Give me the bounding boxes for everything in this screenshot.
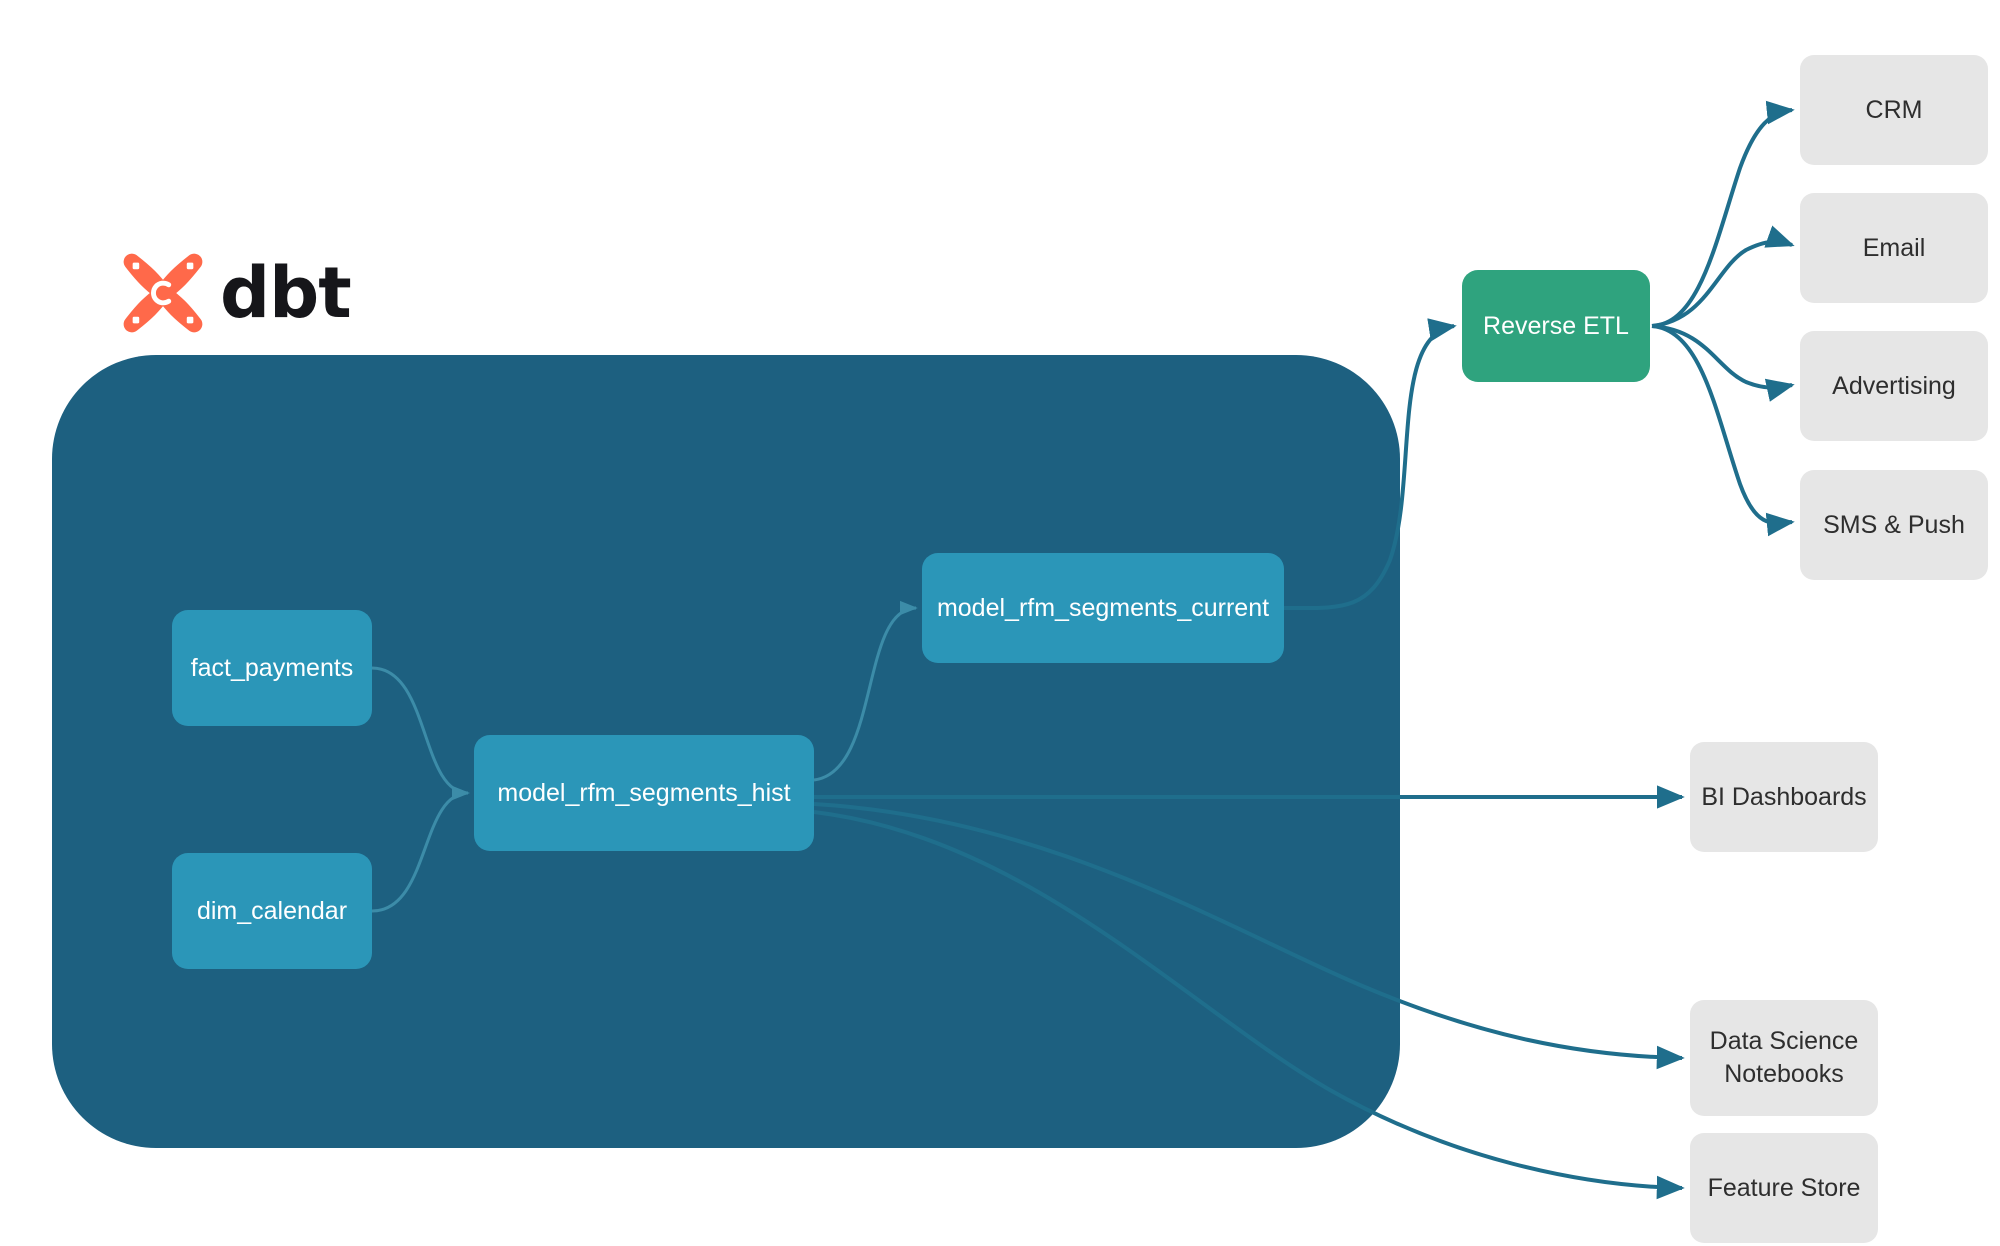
node-label: SMS & Push xyxy=(1823,510,1965,539)
edge-reverse-etl-to-sms-push xyxy=(1651,324,1795,537)
node-label-line2: Notebooks xyxy=(1724,1060,1844,1088)
dbt-wordmark: dbt xyxy=(220,252,352,334)
node-feature-store[interactable]: Feature Store xyxy=(1690,1133,1878,1243)
node-fact-payments[interactable]: fact_payments xyxy=(172,610,372,726)
node-label: dim_calendar xyxy=(196,896,348,925)
node-crm[interactable]: CRM xyxy=(1800,55,1988,165)
node-sms-push[interactable]: SMS & Push xyxy=(1800,470,1988,580)
node-label: Feature Store xyxy=(1707,1173,1861,1202)
dbt-logo: dbt xyxy=(122,252,352,334)
node-advertising[interactable]: Advertising xyxy=(1800,331,1988,441)
dbt-x-logo-icon xyxy=(123,253,203,333)
node-label: model_rfm_segments_current xyxy=(936,593,1270,622)
node-label: fact_payments xyxy=(190,653,354,682)
edge-reverse-etl-to-advertising xyxy=(1651,324,1795,402)
node-model-rfm-segments-hist[interactable]: model_rfm_segments_hist xyxy=(474,735,814,851)
node-label: Data Science Notebooks xyxy=(1710,1025,1859,1091)
node-model-rfm-segments-current[interactable]: model_rfm_segments_current xyxy=(922,553,1284,663)
edge-reverse-etl-to-email xyxy=(1651,225,1795,328)
edge-reverse-etl-to-crm xyxy=(1651,100,1795,328)
node-label: CRM xyxy=(1865,95,1923,124)
node-label: model_rfm_segments_hist xyxy=(497,778,791,807)
node-label: Advertising xyxy=(1832,371,1956,400)
node-label-line1: Data Science xyxy=(1709,1027,1859,1055)
node-email[interactable]: Email xyxy=(1800,193,1988,303)
node-label: Reverse ETL xyxy=(1483,311,1629,340)
node-reverse-etl[interactable]: Reverse ETL xyxy=(1462,270,1650,382)
node-label: BI Dashboards xyxy=(1701,782,1867,811)
node-label: Email xyxy=(1862,233,1926,262)
node-bi-dashboards[interactable]: BI Dashboards xyxy=(1690,742,1878,852)
node-dim-calendar[interactable]: dim_calendar xyxy=(172,853,372,969)
node-data-science-notebooks[interactable]: Data Science Notebooks xyxy=(1690,1000,1878,1116)
